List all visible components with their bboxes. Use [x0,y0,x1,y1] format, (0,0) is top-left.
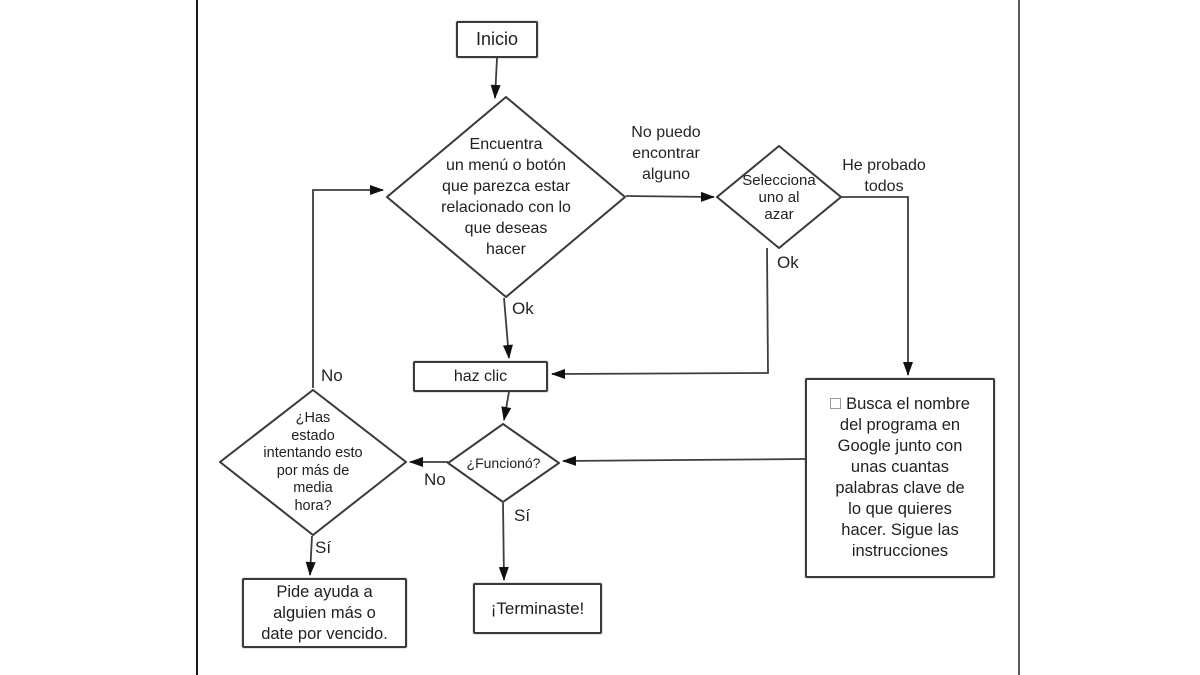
right-border-line [1018,0,1020,675]
left-border-line [196,0,198,675]
diamond-shape [219,389,407,536]
node-selecciona-azar-decision: Selecciona uno al azar [716,145,842,249]
edge-label-ok-selecciona: Ok [777,253,799,272]
edge-label-no-funciono: No [424,470,446,489]
diamond-shape [716,145,842,249]
node-inicio: Inicio [456,21,538,58]
edge-label-si-has-estado: Sí [315,538,332,557]
node-busca-google-label: Busca el nombre del programa en Google j… [835,395,970,560]
node-haz-clic-label: haz clic [453,367,508,385]
edge-hasestado-loop-encuentra [312,185,384,388]
node-encuentra-label: Encuentra un menú o botón que parezca es… [441,136,571,258]
node-pide-ayuda: Pide ayuda a alguien más o date por venc… [242,578,407,648]
edge-label-si-funciono: Sí [514,506,531,525]
edge-hazclic-to-funciono [501,391,512,421]
node-media-hora-decision: ¿Has estado intentando esto por más de m… [219,389,407,536]
edge-selecciona-to-google [841,196,913,376]
edge-hasestado-to-pideayuda [305,535,316,576]
node-encuentra-menu-decision: Encuentra un menú o botón que parezca es… [386,96,626,298]
checkbox-bullet-icon [830,398,842,409]
edge-google-to-funciono [562,455,806,466]
edge-encuentra-to-hazclic [502,297,513,359]
node-terminaste: ¡Terminaste! [473,583,602,634]
node-media-hora-label: ¿Has estado intentando esto por más de m… [263,410,363,514]
edge-selecciona-to-hazclic [551,247,769,379]
node-terminaste-label: ¡Terminaste! [490,598,585,618]
edge-label-no-puedo-encontrar: No puedo encontrar alguno [631,124,701,183]
edge-inicio-to-encuentra [490,57,501,99]
node-pide-ayuda-label: Pide ayuda a alguien más o date por venc… [261,582,388,643]
edge-label-no-has-estado: No [321,366,343,385]
edge-funciono-to-terminaste [498,502,509,581]
edge-label-ok-encuentra: Ok [512,299,534,318]
node-selecciona-label: Selecciona uno al azar [742,171,816,223]
node-inicio-label: Inicio [475,29,519,49]
node-funciono-decision: ¿Funcionó? [447,423,560,503]
edge-label-he-probado-todos: He probado todos [842,157,926,195]
edge-encuentra-to-selecciona [625,191,715,202]
diamond-shape [386,96,626,298]
node-haz-clic: haz clic [413,361,548,392]
node-funciono-label: ¿Funcionó? [466,455,541,471]
diamond-shape [447,423,560,503]
node-busca-google: Busca el nombre del programa en Google j… [805,378,995,578]
